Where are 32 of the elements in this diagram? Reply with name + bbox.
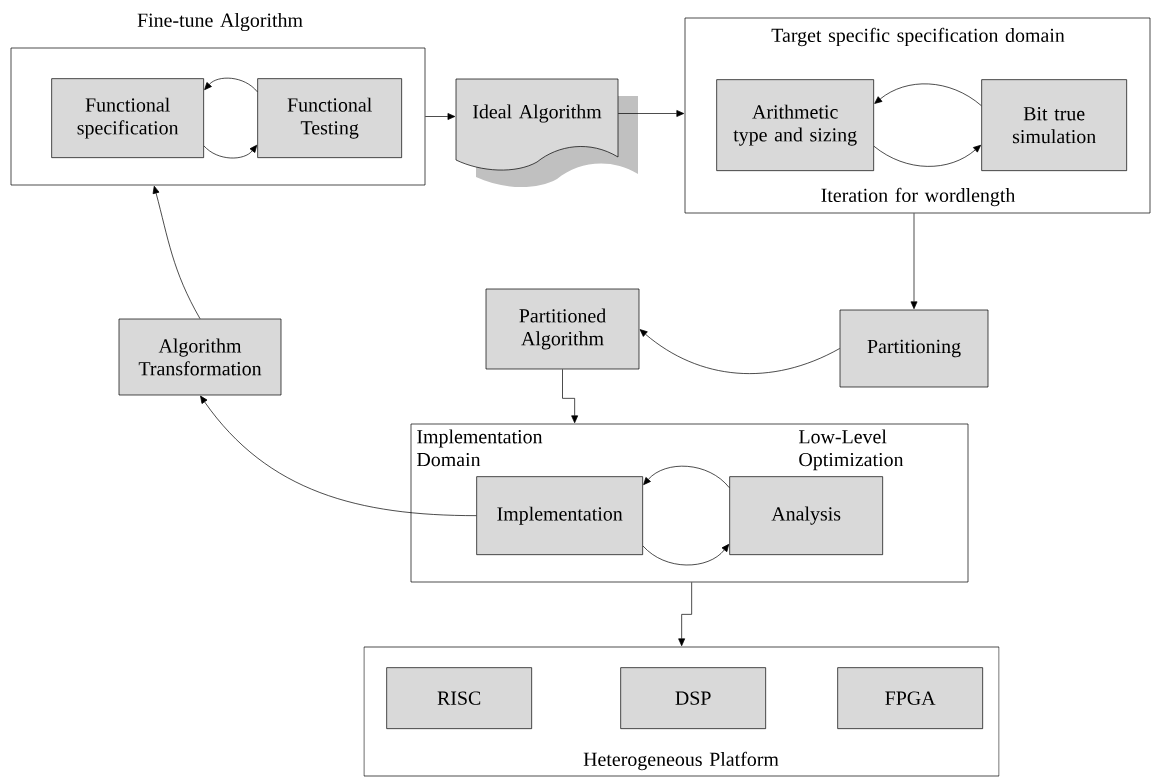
arrow — [910, 213, 918, 310]
arrow — [874, 83, 982, 106]
process-box: DSP — [620, 667, 766, 729]
arrow — [617, 110, 685, 117]
process-box: Implementation — [476, 476, 643, 555]
group-label: Fine-tune Algorithm — [137, 12, 303, 32]
process-box: Analysis — [729, 476, 883, 555]
arrow — [425, 113, 456, 120]
process-box: Arithmetic type and sizing — [716, 79, 874, 171]
process-box: Algorithm Transformation — [118, 318, 282, 396]
process-box: Partitioned Algorithm — [485, 288, 640, 370]
group-label: Iteration for wordlength — [821, 187, 1016, 207]
arrow — [200, 395, 477, 516]
arrow — [562, 369, 579, 424]
group-label: Implementation Domain — [417, 429, 543, 467]
process-box: Bit true simulation — [981, 79, 1127, 171]
process-box: FPGA — [837, 667, 983, 729]
process-box: Functional specification — [51, 78, 204, 158]
process-box: Functional Testing — [257, 78, 402, 158]
arrow — [873, 144, 981, 167]
group-label: Low-Level Optimization — [799, 429, 904, 471]
process-box: RISC — [386, 667, 532, 729]
group-label: Target specific specification domain — [771, 27, 1065, 47]
arrow — [152, 185, 201, 319]
arrow — [642, 544, 730, 566]
arrow — [204, 77, 258, 93]
arrow — [203, 144, 258, 159]
arrow — [678, 582, 692, 647]
process-box: Partitioning — [839, 309, 989, 388]
arrow — [639, 329, 840, 374]
group-label: Heterogeneous Platform — [583, 751, 779, 771]
arrow — [643, 465, 730, 489]
